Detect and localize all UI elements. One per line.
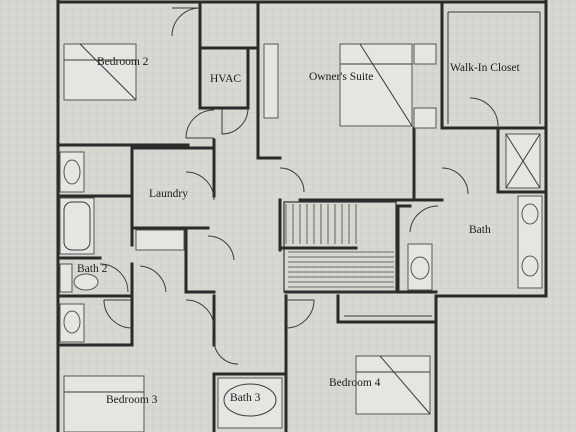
- exterior-walls: [56, 0, 548, 432]
- label-walk-in-closet: Walk-In Closet: [450, 62, 520, 74]
- label-bath-2: Bath 2: [77, 263, 108, 275]
- bathtub-bath-3: [217, 377, 283, 429]
- stair-outline: [283, 201, 397, 293]
- label-bath-3: Bath 3: [230, 392, 261, 404]
- bed-bedroom-4: [355, 355, 431, 415]
- fixtures: [59, 11, 543, 432]
- room-labels: Bedroom 2 HVAC Owner's Suite Walk-In Clo…: [77, 56, 520, 406]
- bed-bedroom-2: [63, 43, 137, 101]
- interior-walls: [56, 0, 548, 432]
- door-swings: [99, 7, 499, 365]
- label-laundry: Laundry: [149, 188, 188, 200]
- label-hvac: HVAC: [210, 73, 241, 85]
- label-owners-suite: Owner's Suite: [309, 71, 373, 83]
- bed-bedroom-3: [63, 375, 145, 432]
- label-bedroom-3: Bedroom 3: [106, 394, 158, 406]
- label-bedroom-4: Bedroom 4: [329, 377, 381, 389]
- staircase: [283, 201, 397, 293]
- dresser: [263, 43, 279, 119]
- label-bedroom-2: Bedroom 2: [97, 56, 149, 68]
- bed-owners-suite: [339, 43, 413, 127]
- bathtub-bath-2: [59, 197, 95, 255]
- label-bath: Bath: [469, 224, 491, 236]
